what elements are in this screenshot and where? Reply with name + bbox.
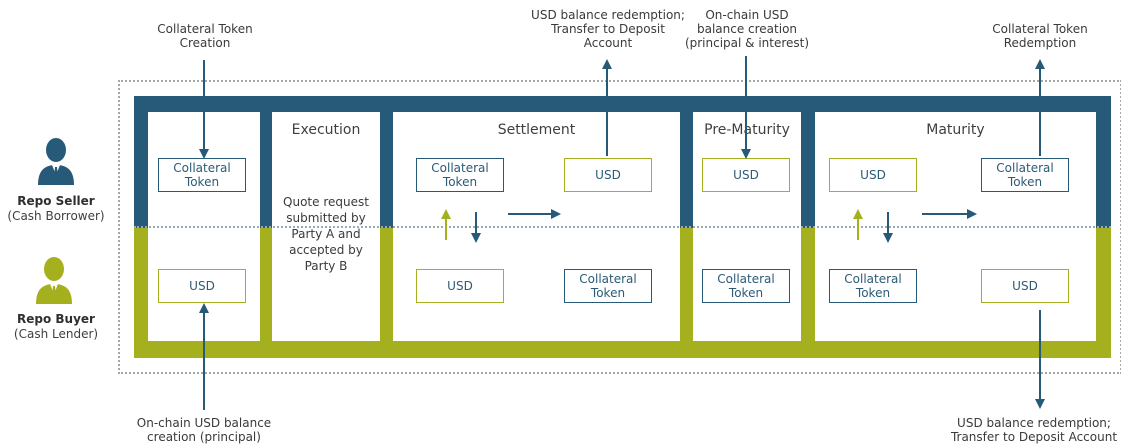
box-settle-collateral-bottom: Collateral Token xyxy=(564,269,652,303)
buyer-avatar xyxy=(34,256,74,304)
box-mat-usd-bottom: USD xyxy=(981,269,1069,303)
box-mat-collateral-bottom: Collateral Token xyxy=(829,269,917,303)
execution-description: Quote request submitted by Party A and a… xyxy=(283,195,369,273)
party-divider xyxy=(134,226,1111,228)
seller-name: Repo Seller xyxy=(17,194,95,208)
stage-maturity: Maturity xyxy=(926,122,985,138)
person-icon xyxy=(38,138,74,185)
label-collateral-creation: Collateral Token Creation xyxy=(157,22,253,50)
stage-execution: Execution xyxy=(291,122,361,138)
label-usd-redemption-bottom: USD balance redemption; Transfer to Depo… xyxy=(950,416,1118,444)
box-mat-collateral-top: Collateral Token xyxy=(981,158,1069,192)
label-collateral-redemption: Collateral Token Redemption xyxy=(992,22,1088,50)
person-icon xyxy=(36,257,72,304)
box-mat-usd-top: USD xyxy=(829,158,917,192)
box-settle-collateral-top: Collateral Token xyxy=(416,158,504,192)
box-settle-usd-top: USD xyxy=(564,158,652,192)
seller-avatar xyxy=(36,137,76,185)
box-creation-collateral: Collateral Token xyxy=(158,158,246,192)
box-premat-collateral: Collateral Token xyxy=(702,269,790,303)
label-onchain-top: On-chain USD balance creation (principal… xyxy=(684,8,810,50)
buyer-name: Repo Buyer xyxy=(17,312,95,326)
seller-sub: (Cash Borrower) xyxy=(7,209,105,223)
label-usd-redemption-top: USD balance redemption; Transfer to Depo… xyxy=(531,8,685,50)
box-settle-usd-bottom: USD xyxy=(416,269,504,303)
box-creation-usd: USD xyxy=(158,269,246,303)
stage-settlement: Settlement xyxy=(497,122,576,138)
buyer-sub: (Cash Lender) xyxy=(13,327,99,341)
label-onchain-bottom: On-chain USD balance creation (principal… xyxy=(136,416,272,444)
